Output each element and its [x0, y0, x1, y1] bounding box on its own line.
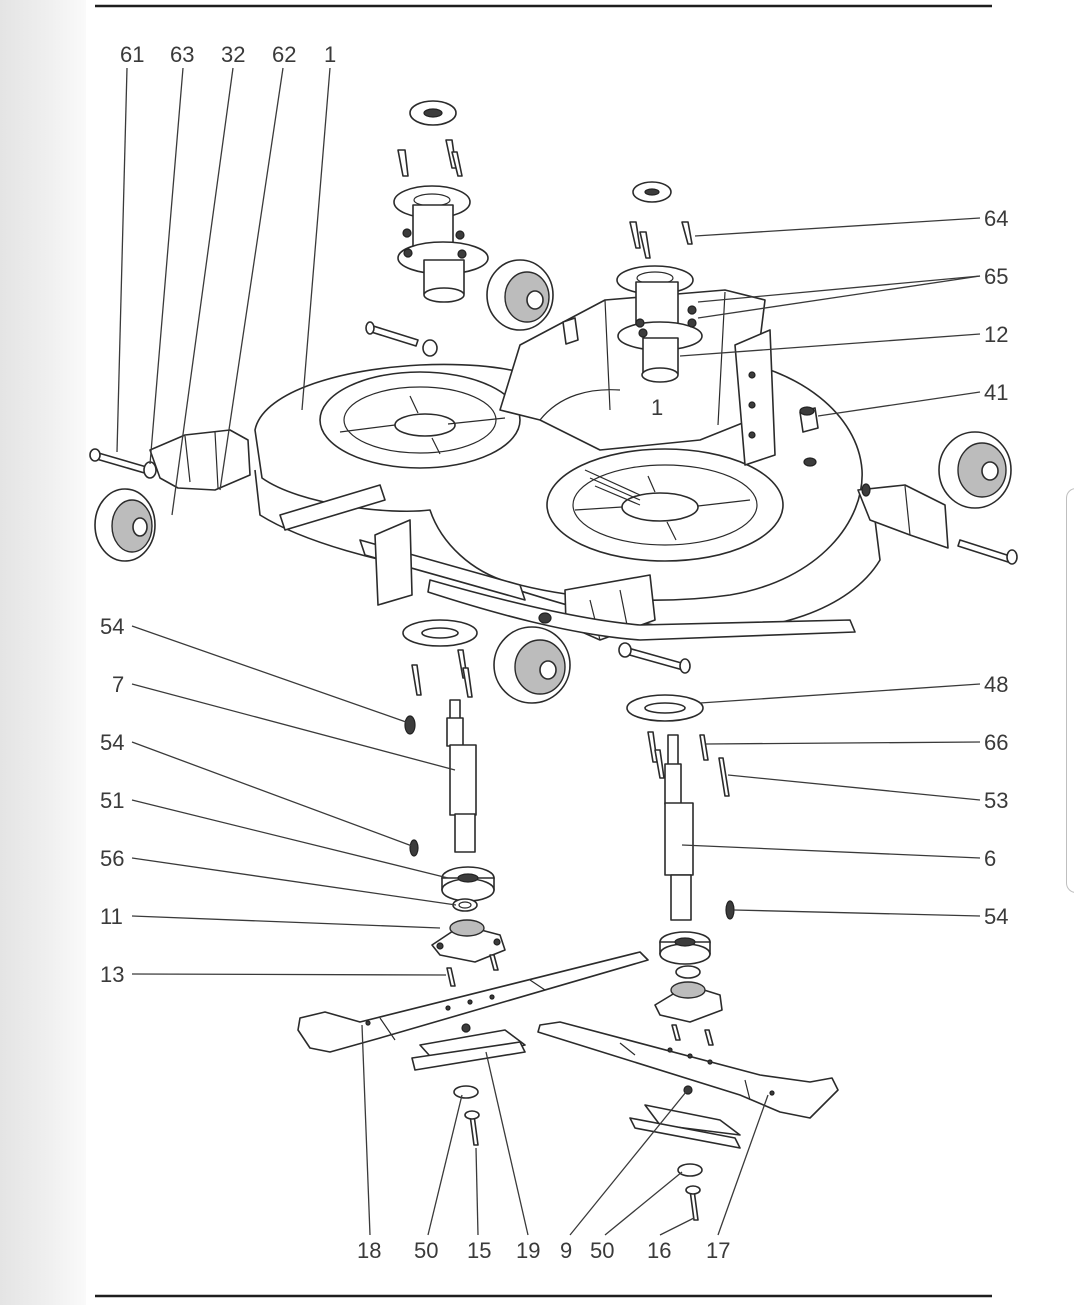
wheel-left	[94, 488, 156, 562]
left-spindle-housing	[393, 100, 489, 303]
callout-label: 54	[984, 904, 1008, 929]
callout-label: 63	[170, 42, 194, 67]
right-blade	[537, 1021, 839, 1221]
callout-label: 9	[560, 1238, 572, 1263]
callout-label: 6	[984, 846, 996, 871]
callout-label: 65	[984, 264, 1008, 289]
wheel-right	[938, 431, 1012, 509]
callout-label: 53	[984, 788, 1008, 813]
callout-label: 15	[467, 1238, 491, 1263]
page-edge-shadow	[0, 0, 86, 1305]
callout-label: 66	[984, 730, 1008, 755]
gauge-wheels	[94, 259, 1012, 704]
callout-label: 32	[221, 42, 245, 67]
callout-label: 54	[100, 614, 124, 639]
callout-label: 48	[984, 672, 1008, 697]
callout-label: 50	[590, 1238, 614, 1263]
callout-label: 41	[984, 380, 1008, 405]
callout-label: 11	[100, 904, 123, 929]
deck-bolts	[89, 317, 1018, 674]
callout-label: 7	[112, 672, 124, 697]
callout-label: 64	[984, 206, 1008, 231]
callout-labels: 61 63 32 62 1 64 65 12 41 48 66 53 6 54 …	[100, 42, 1008, 1263]
callout-label: 18	[357, 1238, 381, 1263]
svg-text:1: 1	[651, 395, 663, 420]
side-scroll-tab[interactable]	[1066, 488, 1074, 893]
callout-label: 62	[272, 42, 296, 67]
callout-label: 13	[100, 962, 124, 987]
wheel-top-center	[486, 259, 554, 331]
callout-label: 56	[100, 846, 124, 871]
callout-label: 50	[414, 1238, 438, 1263]
left-blade	[297, 951, 649, 1146]
callout-label: 51	[100, 788, 124, 813]
left-spindle-stack	[402, 619, 506, 987]
right-spindle-housing	[616, 181, 703, 383]
wheel-front	[493, 626, 571, 704]
right-spindle-stack	[626, 694, 735, 1046]
callout-label: 54	[100, 730, 124, 755]
callout-label: 61	[120, 42, 144, 67]
callout-label: 12	[984, 322, 1008, 347]
callout-label: 19	[516, 1238, 540, 1263]
callout-label: 1	[324, 42, 336, 67]
mower-deck: 1	[149, 289, 949, 641]
callout-label: 17	[706, 1238, 730, 1263]
leader-lines	[116, 67, 981, 1236]
callout-label: 16	[647, 1238, 671, 1263]
